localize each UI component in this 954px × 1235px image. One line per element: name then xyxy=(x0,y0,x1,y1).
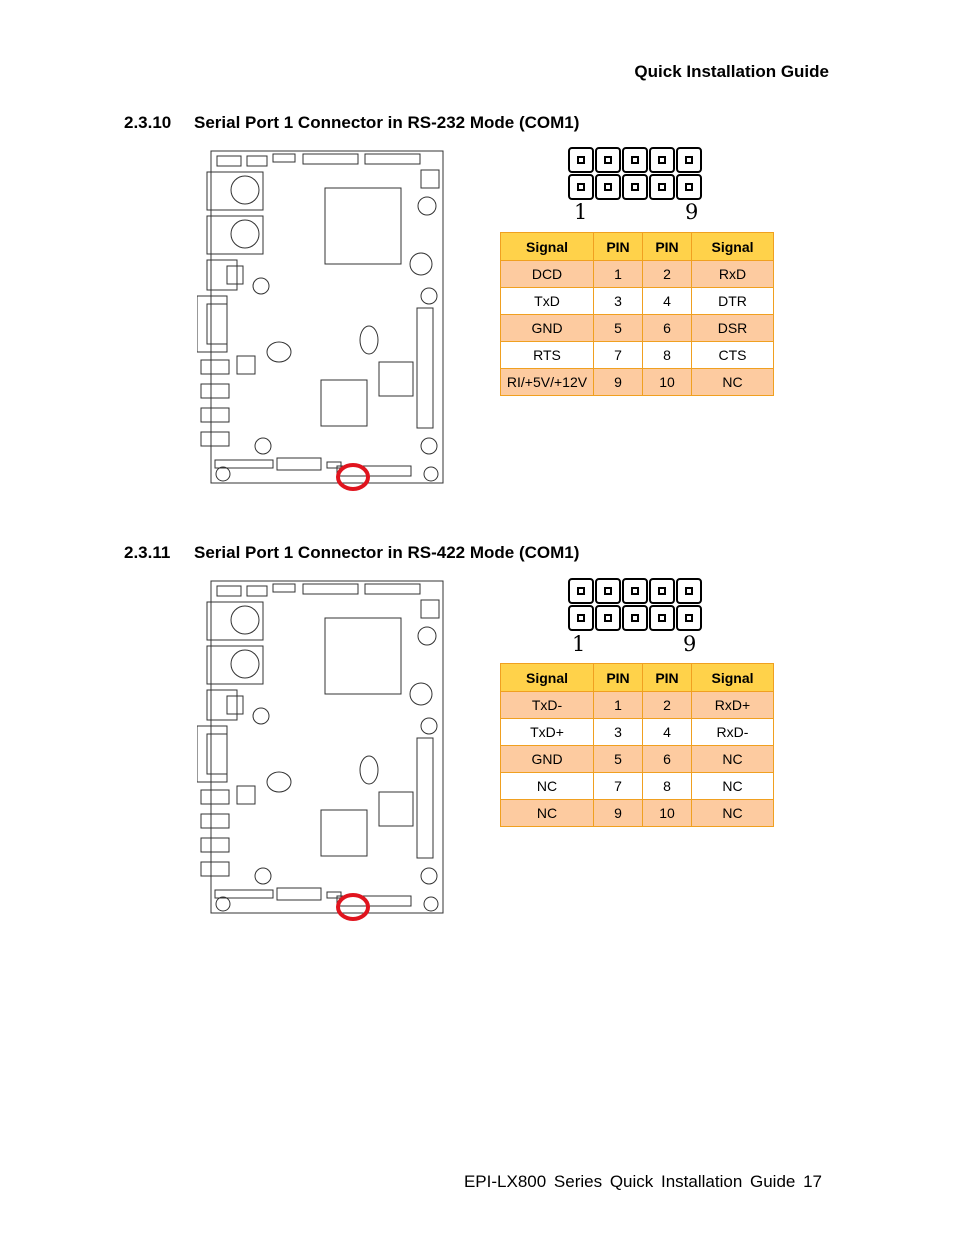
table-header-row: Signal PIN PIN Signal xyxy=(500,663,774,692)
column-header: PIN xyxy=(593,232,643,261)
table-cell: DSR xyxy=(691,314,774,342)
column-header: PIN xyxy=(642,663,692,692)
table-row: NC 7 8 NC xyxy=(500,772,774,800)
table-cell: RxD+ xyxy=(691,691,774,719)
column-header: PIN xyxy=(642,232,692,261)
table-cell: 1 xyxy=(593,260,643,288)
table-cell: 9 xyxy=(593,799,643,827)
table-cell: 8 xyxy=(642,772,692,800)
table-cell: 9 xyxy=(593,368,643,396)
highlight-circle xyxy=(336,893,370,921)
table-cell: NC xyxy=(691,799,774,827)
column-header: Signal xyxy=(500,232,594,261)
table-row: TxD+ 3 4 RxD- xyxy=(500,718,774,746)
table-row: DCD 1 2 RxD xyxy=(500,260,774,288)
table-cell: 1 xyxy=(593,691,643,719)
table-cell: 3 xyxy=(593,287,643,315)
table-cell: TxD+ xyxy=(500,718,594,746)
table-cell: 7 xyxy=(593,341,643,369)
highlight-circle xyxy=(336,463,370,491)
column-header: Signal xyxy=(691,232,774,261)
pinout-table-rs232: Signal PIN PIN Signal DCD 1 2 RxD TxD 3 … xyxy=(500,232,774,396)
table-cell: GND xyxy=(500,745,594,773)
table-cell: RxD xyxy=(691,260,774,288)
table-cell: 6 xyxy=(642,314,692,342)
table-cell: 2 xyxy=(642,260,692,288)
table-row: RTS 7 8 CTS xyxy=(500,341,774,369)
table-cell: TxD- xyxy=(500,691,594,719)
pin-label-first: 1 xyxy=(574,200,588,224)
section-number: 2.3.11 xyxy=(124,543,171,562)
table-cell: NC xyxy=(691,368,774,396)
table-row: TxD- 1 2 RxD+ xyxy=(500,691,774,719)
table-cell: 3 xyxy=(593,718,643,746)
table-cell: 5 xyxy=(593,745,643,773)
header-title: Quick Installation Guide xyxy=(634,62,829,81)
pin-label-last: 9 xyxy=(685,200,699,224)
table-cell: RI/+5V/+12V xyxy=(500,368,594,396)
section-title: Serial Port 1 Connector in RS-232 Mode (… xyxy=(194,113,580,132)
table-cell: DCD xyxy=(500,260,594,288)
table-cell: NC xyxy=(691,772,774,800)
table-cell: 4 xyxy=(642,287,692,315)
table-cell: NC xyxy=(691,745,774,773)
motherboard-diagram xyxy=(197,580,444,921)
table-cell: DTR xyxy=(691,287,774,315)
table-cell: RTS xyxy=(500,341,594,369)
table-cell: TxD xyxy=(500,287,594,315)
table-cell: NC xyxy=(500,772,594,800)
pinout-table-rs422: Signal PIN PIN Signal TxD- 1 2 RxD+ TxD+… xyxy=(500,663,774,827)
table-row: GND 5 6 NC xyxy=(500,745,774,773)
table-row: RI/+5V/+12V 9 10 NC xyxy=(500,368,774,396)
pin-label-last: 9 xyxy=(683,632,697,656)
motherboard-diagram xyxy=(197,150,444,491)
table-cell: 10 xyxy=(642,799,692,827)
table-row: TxD 3 4 DTR xyxy=(500,287,774,315)
column-header: Signal xyxy=(691,663,774,692)
table-cell: 4 xyxy=(642,718,692,746)
table-row: NC 9 10 NC xyxy=(500,799,774,827)
table-cell: 7 xyxy=(593,772,643,800)
table-header-row: Signal PIN PIN Signal xyxy=(500,232,774,261)
section-heading-com1-rs422: 2.3.11 Serial Port 1 Connector in RS-422 … xyxy=(124,543,579,563)
table-cell: 2 xyxy=(642,691,692,719)
page-footer: EPI-LX800 Series Quick Installation Guid… xyxy=(463,1172,822,1191)
table-cell: 8 xyxy=(642,341,692,369)
section-number: 2.3.10 xyxy=(124,113,172,132)
column-header: PIN xyxy=(593,663,643,692)
section-heading-com1-rs232: 2.3.10 Serial Port 1 Connector in RS-232 … xyxy=(124,113,579,133)
table-cell: RxD- xyxy=(691,718,774,746)
table-cell: 5 xyxy=(593,314,643,342)
table-cell: NC xyxy=(500,799,594,827)
table-row: GND 5 6 DSR xyxy=(500,314,774,342)
column-header: Signal xyxy=(500,663,594,692)
pin-label-first: 1 xyxy=(572,632,586,656)
pin-header-diagram xyxy=(568,147,702,200)
table-cell: 10 xyxy=(642,368,692,396)
table-cell: 6 xyxy=(642,745,692,773)
table-cell: GND xyxy=(500,314,594,342)
section-title: Serial Port 1 Connector in RS-422 Mode (… xyxy=(194,543,580,562)
pin-header-diagram xyxy=(568,578,702,631)
table-cell: CTS xyxy=(691,341,774,369)
